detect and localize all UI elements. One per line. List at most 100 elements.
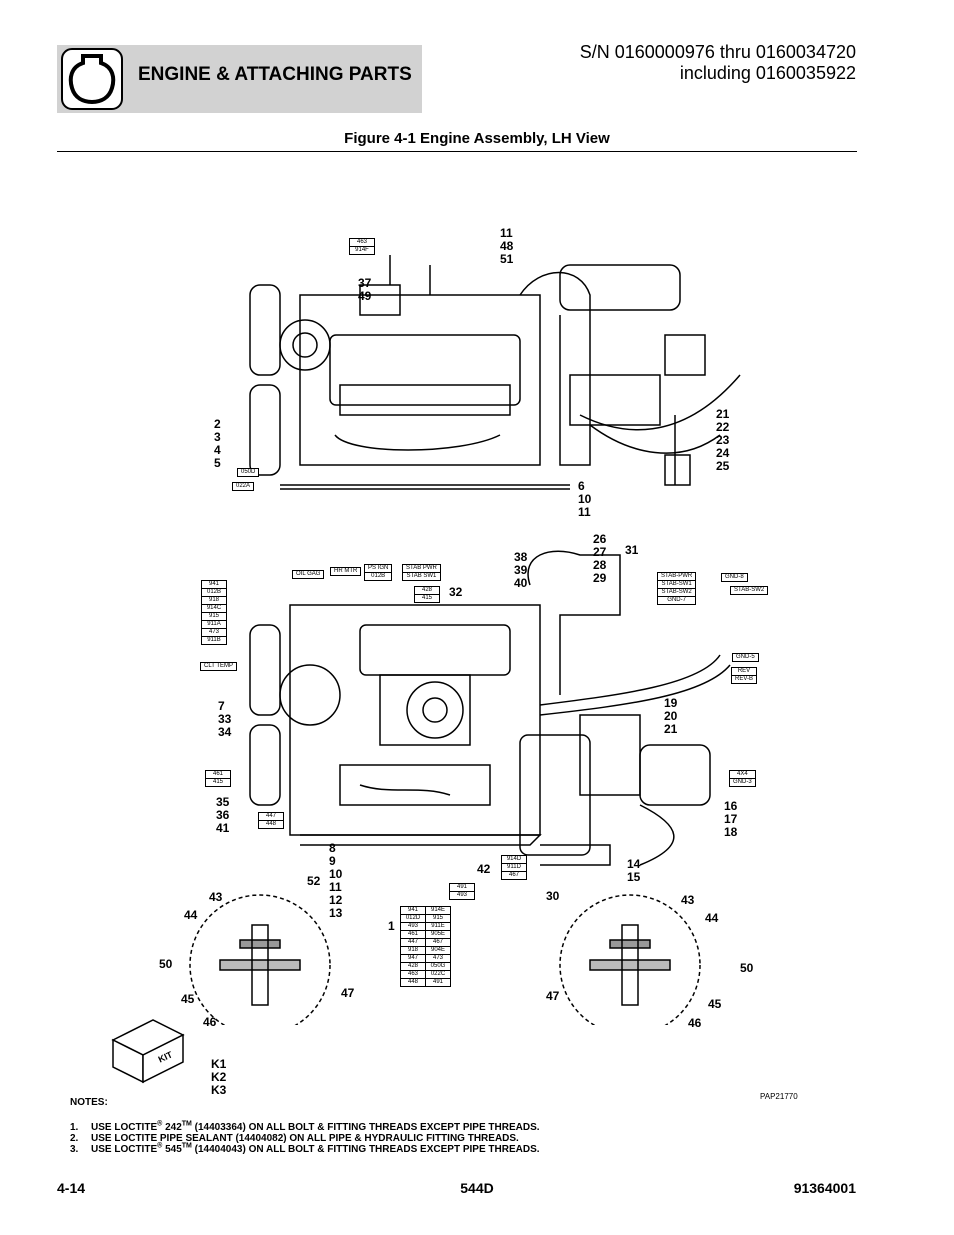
callout-26-29: 26 27 28 29 xyxy=(593,532,607,585)
wire-cell: 050G xyxy=(425,962,451,971)
wire-cell: STAB-SW2 xyxy=(656,588,697,597)
wire-table-461: 461 415 xyxy=(205,770,231,787)
wire-cell: 467 xyxy=(425,938,451,947)
wire-cell: 914E xyxy=(425,906,451,915)
wire-cell: 447 xyxy=(400,938,426,947)
wire-tag-stab-sw2: STAB-SW2 xyxy=(730,586,769,595)
callout-43-left: 43 xyxy=(209,890,223,904)
engine-assembly-drawing xyxy=(189,255,741,1025)
wire-cell: 428 xyxy=(414,586,440,595)
notes-block: NOTES: 1.USE LOCTITE® 242TM (14403364) O… xyxy=(70,1097,540,1155)
trademark-mark: TM xyxy=(181,1120,192,1128)
wire-cell: 918 xyxy=(201,596,227,605)
page-number: 4-14 xyxy=(57,1180,86,1196)
figure-title: Figure 4-1 Engine Assembly, LH View xyxy=(344,130,610,147)
serial-range-line2: including 0160035922 xyxy=(679,63,856,83)
wire-cell: 012D xyxy=(400,914,426,923)
wire-table-stab-right: STAB-PWR STAB-SW1 STAB-SW2 GND-7 xyxy=(656,572,697,605)
callout-16-18: 16 17 18 xyxy=(724,799,738,839)
wire-table-447: 447 448 xyxy=(258,812,284,829)
wire-cell: 941 xyxy=(201,580,227,589)
wire-tag-clt-temp: CLT TEMP xyxy=(200,662,238,671)
callout-14-15: 14 15 xyxy=(627,857,641,884)
section-title: ENGINE & ATTACHING PARTS xyxy=(138,64,412,85)
note-text: USE LOCTITE xyxy=(91,1144,158,1155)
notes-title: NOTES: xyxy=(70,1097,108,1108)
wire-cell: 428 xyxy=(400,962,426,971)
wire-tag-oil-gag: OIL GAG xyxy=(292,570,325,579)
callout-38-40: 38 39 40 xyxy=(514,550,528,590)
callout-46-left: 46 xyxy=(203,1015,217,1029)
engine-section-icon xyxy=(61,48,123,110)
wire-cell: 012B xyxy=(201,588,227,597)
callout-35-36-41: 35 36 41 xyxy=(216,795,230,835)
callout-8-13: 8 9 10 11 12 13 xyxy=(329,841,343,920)
note-text: USE LOCTITE PIPE SEALANT (14404082) ON A… xyxy=(91,1133,519,1144)
machine-model: 544D xyxy=(460,1180,494,1196)
wire-cell: 473 xyxy=(201,628,227,637)
callout-21-25: 21 22 23 24 25 xyxy=(716,407,730,473)
wire-cell: PS IGN xyxy=(363,564,393,573)
callout-1: 1 xyxy=(388,919,395,933)
callout-7-33-34: 7 33 34 xyxy=(218,699,232,739)
registered-mark: ® xyxy=(157,1120,163,1128)
note-number: 2. xyxy=(70,1133,79,1144)
callout-42: 42 xyxy=(477,862,491,876)
wire-cell: STAB SW1 xyxy=(402,572,441,581)
callout-47-right: 47 xyxy=(546,989,560,1003)
registered-mark: ® xyxy=(157,1142,163,1150)
wire-cell: 911B xyxy=(201,636,227,645)
wire-cell: 022C xyxy=(425,970,451,979)
callout-19-21: 19 20 21 xyxy=(664,696,678,736)
wire-cell: 491 xyxy=(425,978,451,987)
callout-44-left: 44 xyxy=(184,908,198,922)
wire-cell: GND-7 xyxy=(656,596,697,605)
header-divider xyxy=(57,151,857,152)
wire-cell: 914D xyxy=(501,855,527,864)
wire-table-463: 463 914F xyxy=(349,238,375,255)
callout-52: 52 xyxy=(307,874,321,888)
wire-table-left-list: 941 012B 918 914C 915 911A 473 911B xyxy=(201,580,227,645)
wire-cell: 448 xyxy=(400,978,426,987)
wire-tag-022a: 022A xyxy=(232,482,255,491)
wire-cell: 463 xyxy=(349,238,375,247)
callout-46-right: 46 xyxy=(688,1016,702,1030)
wire-cell: 463 xyxy=(400,970,426,979)
wire-cell: 4X4 xyxy=(729,770,756,779)
wire-cell: 461 xyxy=(400,930,426,939)
callout-6-10-11: 6 10 11 xyxy=(578,479,592,519)
document-number: 91364001 xyxy=(793,1180,856,1196)
wire-cell: 911E xyxy=(425,922,451,931)
wire-table-ps-ign: PS IGN 012B xyxy=(363,564,393,581)
wire-tag-hr-mtr: HR MTR xyxy=(330,567,362,576)
wire-cell: 915 xyxy=(425,914,451,923)
wire-cell: 493 xyxy=(400,922,426,931)
wire-cell: 904E xyxy=(425,946,451,955)
wire-table-stab: STAB PWR STAB SW1 xyxy=(402,564,441,581)
note-number: 3. xyxy=(70,1144,79,1155)
wire-cell: 911D xyxy=(501,863,527,872)
wire-cell: 947 xyxy=(400,954,426,963)
wire-cell: 491 xyxy=(449,883,475,892)
wire-cell: 918 xyxy=(400,946,426,955)
callout-44-right: 44 xyxy=(705,911,719,925)
wire-table-4x4: 4X4 GND-3 xyxy=(729,770,756,787)
wire-cell: 914F xyxy=(349,246,375,255)
wire-cell: 493 xyxy=(449,891,475,900)
note-text: 545 xyxy=(162,1144,182,1155)
note-3: 3.USE LOCTITE® 545TM (14404043) ON ALL B… xyxy=(70,1142,540,1155)
note-text: 242 xyxy=(162,1122,182,1133)
note-number: 1. xyxy=(70,1122,79,1133)
wire-tag-gnd8: GND-8 xyxy=(721,573,748,582)
callout-31: 31 xyxy=(625,543,639,557)
wire-cell: 467 xyxy=(501,871,527,880)
wire-cell: 914C xyxy=(201,604,227,613)
wire-cell: GND-3 xyxy=(729,778,756,787)
wire-table-914d: 914D 911D 467 xyxy=(501,855,527,880)
callout-2-5: 2 3 4 5 xyxy=(214,417,221,470)
wire-cell: 905E xyxy=(425,930,451,939)
serial-number-range: S/N 0160000976 thru 0160034720 including… xyxy=(580,42,856,84)
wire-tag-050d: 050D xyxy=(237,468,260,477)
wire-table-428: 428 415 xyxy=(414,586,440,603)
